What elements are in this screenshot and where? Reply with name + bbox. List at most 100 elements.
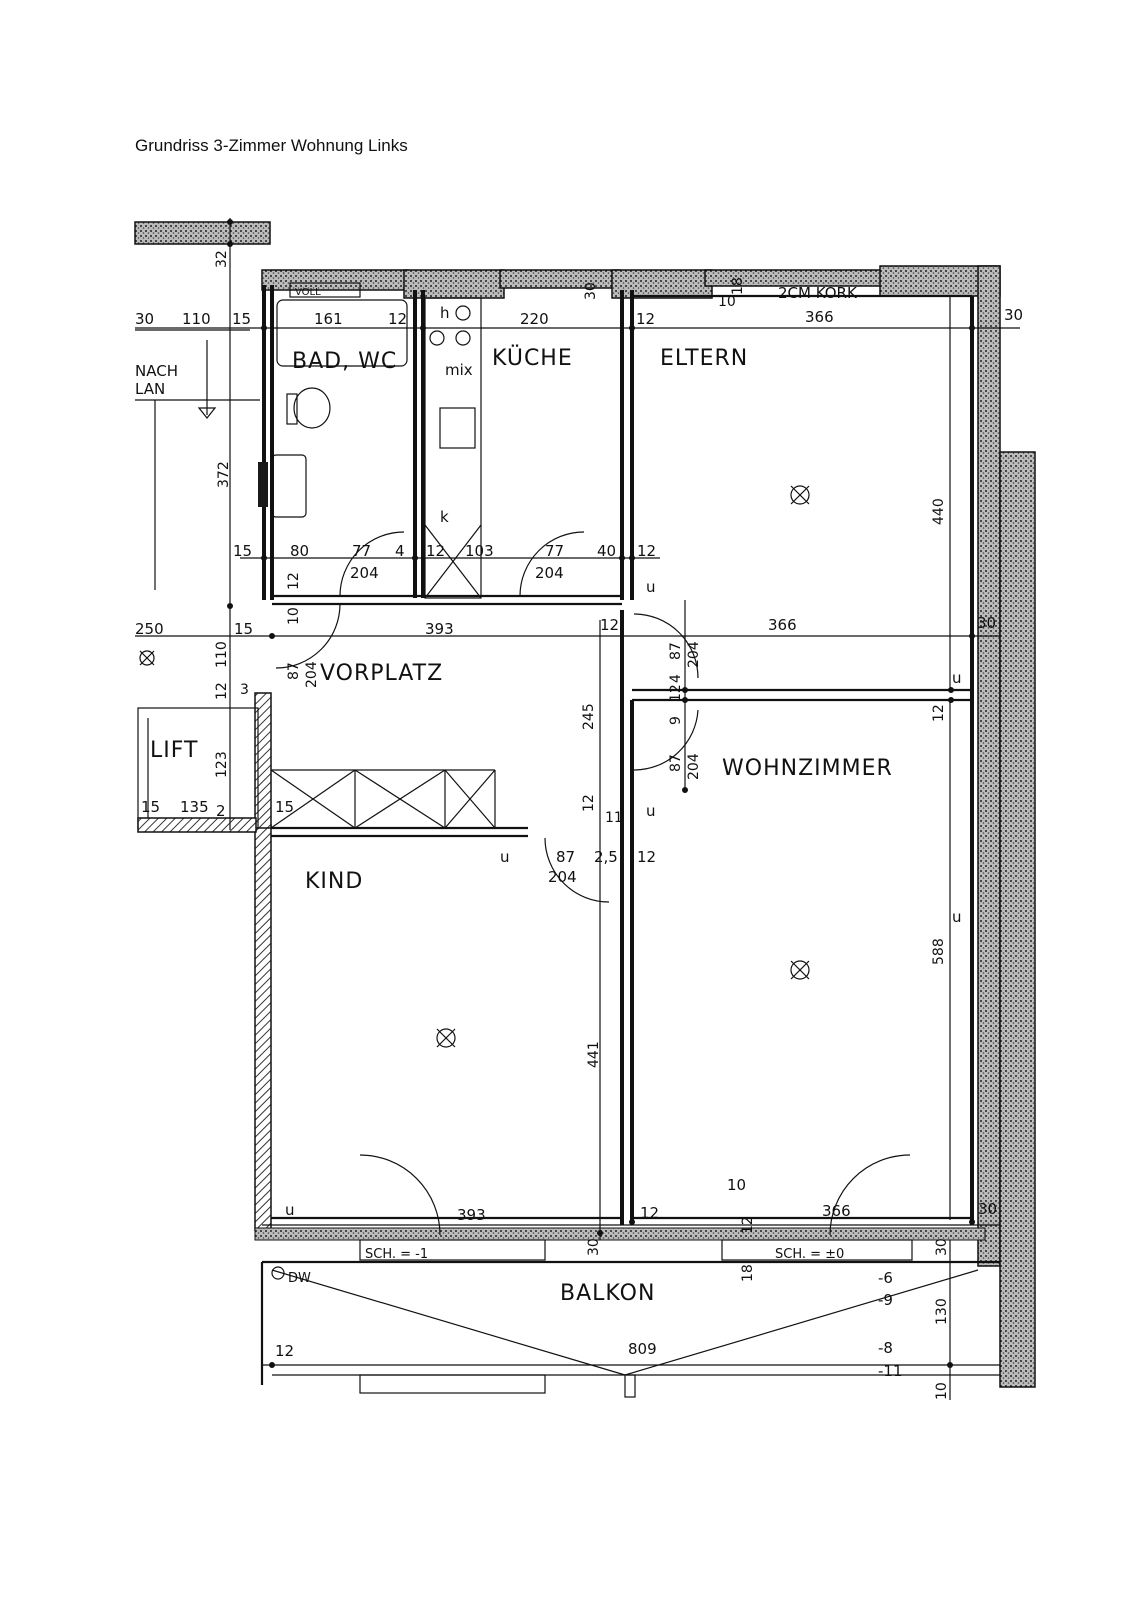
dim: 366 <box>805 308 834 326</box>
label-u-6: u <box>285 1201 295 1219</box>
level-1-top: -6 <box>878 1269 893 1287</box>
dim: 40 <box>597 542 616 560</box>
dim: 245 <box>581 703 597 730</box>
dim: 10 <box>727 1176 746 1194</box>
label-kork: 2CM KORK <box>778 284 858 302</box>
dim: 12 <box>931 704 947 722</box>
dim: 250 <box>135 620 164 638</box>
dim: 204 <box>304 661 320 688</box>
dim: 2,5 <box>594 848 618 866</box>
dim: 80 <box>290 542 309 560</box>
dim: 30 <box>583 282 599 300</box>
dim: 30 <box>978 1200 997 1218</box>
dim: 123 <box>214 751 230 778</box>
label-u-5: u <box>952 908 962 926</box>
dim: 12 <box>581 794 597 812</box>
dim: 372 <box>216 461 232 488</box>
walls <box>134 221 1036 1388</box>
label-mix: mix <box>445 361 473 379</box>
label-h: h <box>440 304 450 322</box>
room-label-balkon: BALKON <box>560 1281 655 1306</box>
dim: 204 <box>548 868 577 886</box>
dim: 12 <box>740 1216 756 1234</box>
dim: 110 <box>214 641 230 668</box>
label-lan: LAN <box>135 380 165 398</box>
dim: 204 <box>535 564 564 582</box>
lift-shaft <box>137 707 259 833</box>
room-label-lift: LIFT <box>150 738 198 763</box>
room-label-kind: KIND <box>305 869 363 894</box>
dim: 15 <box>234 620 253 638</box>
dim: 11 <box>605 810 623 826</box>
dim: 15 <box>232 310 251 328</box>
dim: 4 <box>668 674 684 683</box>
level-2-top: -8 <box>878 1339 893 1357</box>
dim: 15 <box>233 542 252 560</box>
dim: 220 <box>520 310 549 328</box>
dim: 18 <box>740 1264 756 1282</box>
dim: 12 <box>214 682 230 700</box>
room-label-wohnzimmer: WOHNZIMMER <box>722 756 893 781</box>
label-u-2: u <box>952 669 962 687</box>
room-label-vorplatz: VORPLATZ <box>320 661 443 686</box>
dim: 204 <box>350 564 379 582</box>
dim: 12 <box>640 1204 659 1222</box>
vertical-dimension-texts: 32 30 18 10 372 440 12 10 110 87 204 87 … <box>214 250 950 1400</box>
label-sch-right: SCH. = ±0 <box>775 1247 844 1262</box>
dim: 135 <box>180 798 209 816</box>
dim: 12 <box>426 542 445 560</box>
label-u-3: u <box>646 802 656 820</box>
dimension-texts: 30 110 15 161 12 220 12 366 30 15 80 77 … <box>135 306 1023 1360</box>
dim: 77 <box>352 542 371 560</box>
dim: 10 <box>934 1382 950 1400</box>
dim: 12 <box>637 848 656 866</box>
dim: 87 <box>668 642 684 660</box>
dim: 9 <box>668 716 684 725</box>
dim: 393 <box>457 1206 486 1224</box>
dim: 87 <box>668 754 684 772</box>
label-sch-left: SCH. = -1 <box>365 1247 428 1262</box>
dim: 204 <box>686 641 702 668</box>
dim: 2 <box>216 802 226 820</box>
dim: 12 <box>668 684 684 702</box>
room-label-bad-wc: BAD, WC <box>292 349 397 374</box>
dim: 204 <box>686 753 702 780</box>
stair-area <box>135 218 260 830</box>
dim: 30 <box>135 310 154 328</box>
balcony-structure <box>260 1239 1000 1398</box>
dim: 110 <box>182 310 211 328</box>
dim: 12 <box>388 310 407 328</box>
dim: 3 <box>240 682 249 698</box>
dim: 440 <box>931 498 947 525</box>
level-2-bottom: -11 <box>878 1362 903 1380</box>
room-label-eltern: ELTERN <box>660 346 748 371</box>
dim: 588 <box>931 938 947 965</box>
dim: 30 <box>934 1238 950 1256</box>
dim: 10 <box>286 607 302 625</box>
room-label-kueche: KÜCHE <box>492 345 573 371</box>
dim: 32 <box>214 250 230 268</box>
dim: 15 <box>275 798 294 816</box>
dim: 103 <box>465 542 494 560</box>
dim: 15 <box>141 798 160 816</box>
dim: 393 <box>425 620 454 638</box>
dim: 18 <box>730 277 746 295</box>
label-u-4: u <box>500 848 510 866</box>
dim: 10 <box>718 294 736 310</box>
dim: 30 <box>977 614 996 632</box>
sanitary-fixtures <box>258 282 482 599</box>
dim: 12 <box>636 310 655 328</box>
dim: 809 <box>628 1340 657 1358</box>
dim: 12 <box>637 542 656 560</box>
dim: 161 <box>314 310 343 328</box>
dim: 130 <box>934 1298 950 1325</box>
label-k: k <box>440 508 449 526</box>
dim: 366 <box>822 1202 851 1220</box>
dim: 366 <box>768 616 797 634</box>
dim: 12 <box>275 1342 294 1360</box>
label-u-1: u <box>646 578 656 596</box>
label-voll: VOLL <box>295 287 321 298</box>
dim: 12 <box>600 616 619 634</box>
